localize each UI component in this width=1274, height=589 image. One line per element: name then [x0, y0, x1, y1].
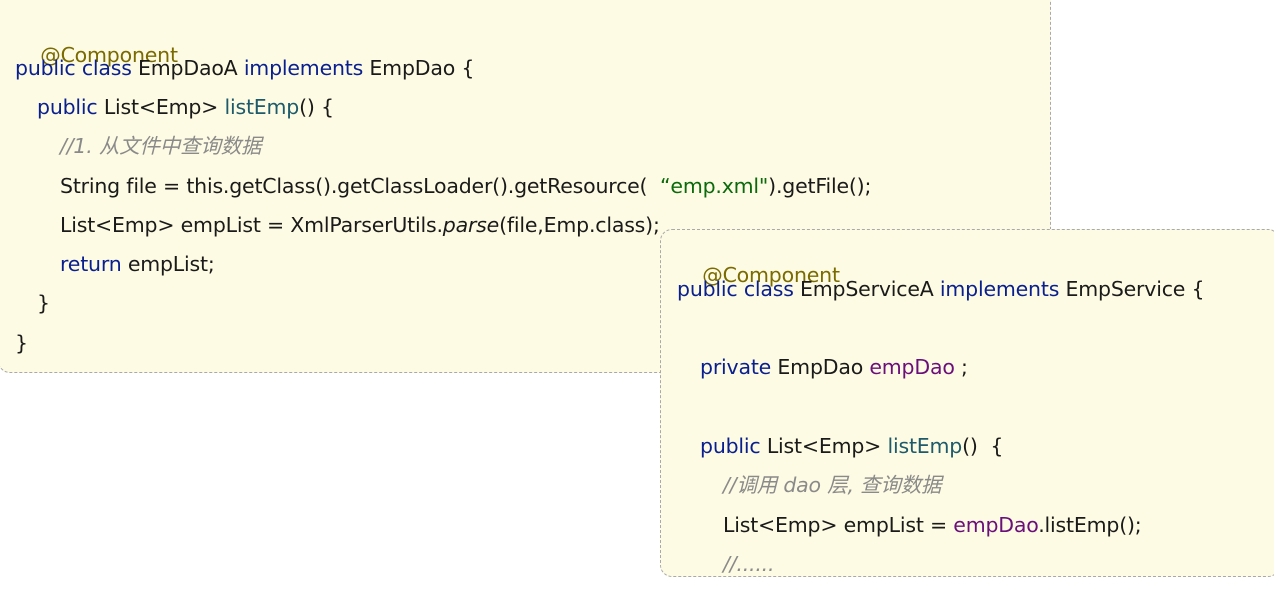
method-params: () {: [962, 434, 1004, 458]
class-close-brace: }: [15, 331, 28, 355]
statement-suffix: (file,Emp.class);: [499, 213, 660, 237]
method-params: () {: [299, 95, 334, 119]
annotation-text: @Component: [702, 263, 840, 287]
parse-method: parse: [442, 213, 500, 237]
class-name: EmpServiceA: [800, 277, 934, 301]
method-declaration: public List<Emp> listEmp() {: [37, 94, 334, 120]
dao-call-statement: List<Emp> empList = empDao.listEmp();: [723, 512, 1142, 538]
keyword-return: return: [60, 252, 122, 276]
keyword-public: public: [700, 434, 761, 458]
return-value: empList;: [127, 252, 215, 276]
interface-name: EmpService {: [1065, 277, 1205, 301]
component-annotation: @Component: [15, 16, 178, 94]
get-file-statement: String file = this.getClass().getClassLo…: [60, 173, 871, 199]
parse-statement: List<Emp> empList = XmlParserUtils.parse…: [60, 212, 660, 238]
field-declaration: private EmpDao empDao ;: [700, 354, 968, 380]
ellipsis-comment: //......: [723, 552, 775, 576]
keyword-public: public: [15, 56, 76, 80]
field-type: EmpDao: [777, 355, 864, 379]
return-type: List<Emp>: [103, 95, 219, 119]
return-type: List<Emp>: [766, 434, 882, 458]
keyword-public: public: [677, 277, 738, 301]
keyword-private: private: [700, 355, 772, 379]
code-comment: //调用 dao 层, 查询数据: [723, 473, 942, 497]
method-close-brace: }: [37, 291, 50, 315]
method-name: listEmp: [887, 434, 963, 458]
class-declaration: public class EmpDaoA implements EmpDao {: [15, 55, 474, 81]
empservicea-code-card: @Component public class EmpServiceA impl…: [660, 229, 1274, 577]
statement-prefix: String file = this.getClass().getClassLo…: [60, 174, 648, 198]
field-reference: empDao: [953, 513, 1039, 537]
keyword-public: public: [37, 95, 98, 119]
keyword-implements: implements: [243, 56, 364, 80]
statement-suffix: .listEmp();: [1038, 513, 1142, 537]
statement-suffix: ).getFile();: [768, 174, 872, 198]
keyword-implements: implements: [939, 277, 1060, 301]
return-statement: return empList;: [60, 251, 215, 277]
statement-prefix: List<Emp> empList =: [723, 513, 947, 537]
annotation-text: @Component: [40, 43, 178, 67]
keyword-class: class: [81, 56, 132, 80]
class-declaration: public class EmpServiceA implements EmpS…: [677, 276, 1205, 302]
semicolon: ;: [961, 355, 968, 379]
empdaoa-code-card: @Component public class EmpDaoA implemen…: [0, 0, 1051, 373]
field-name: empDao: [869, 355, 955, 379]
component-annotation: @Component: [677, 236, 840, 314]
interface-name: EmpDao {: [369, 56, 475, 80]
method-declaration: public List<Emp> listEmp() {: [700, 433, 1003, 459]
keyword-class: class: [743, 277, 794, 301]
class-name: EmpDaoA: [138, 56, 238, 80]
statement-prefix: List<Emp> empList = XmlParserUtils.: [60, 213, 443, 237]
method-name: listEmp: [224, 95, 300, 119]
string-literal: “emp.xml": [660, 174, 769, 198]
code-comment: //1. 从文件中查询数据: [60, 134, 262, 158]
